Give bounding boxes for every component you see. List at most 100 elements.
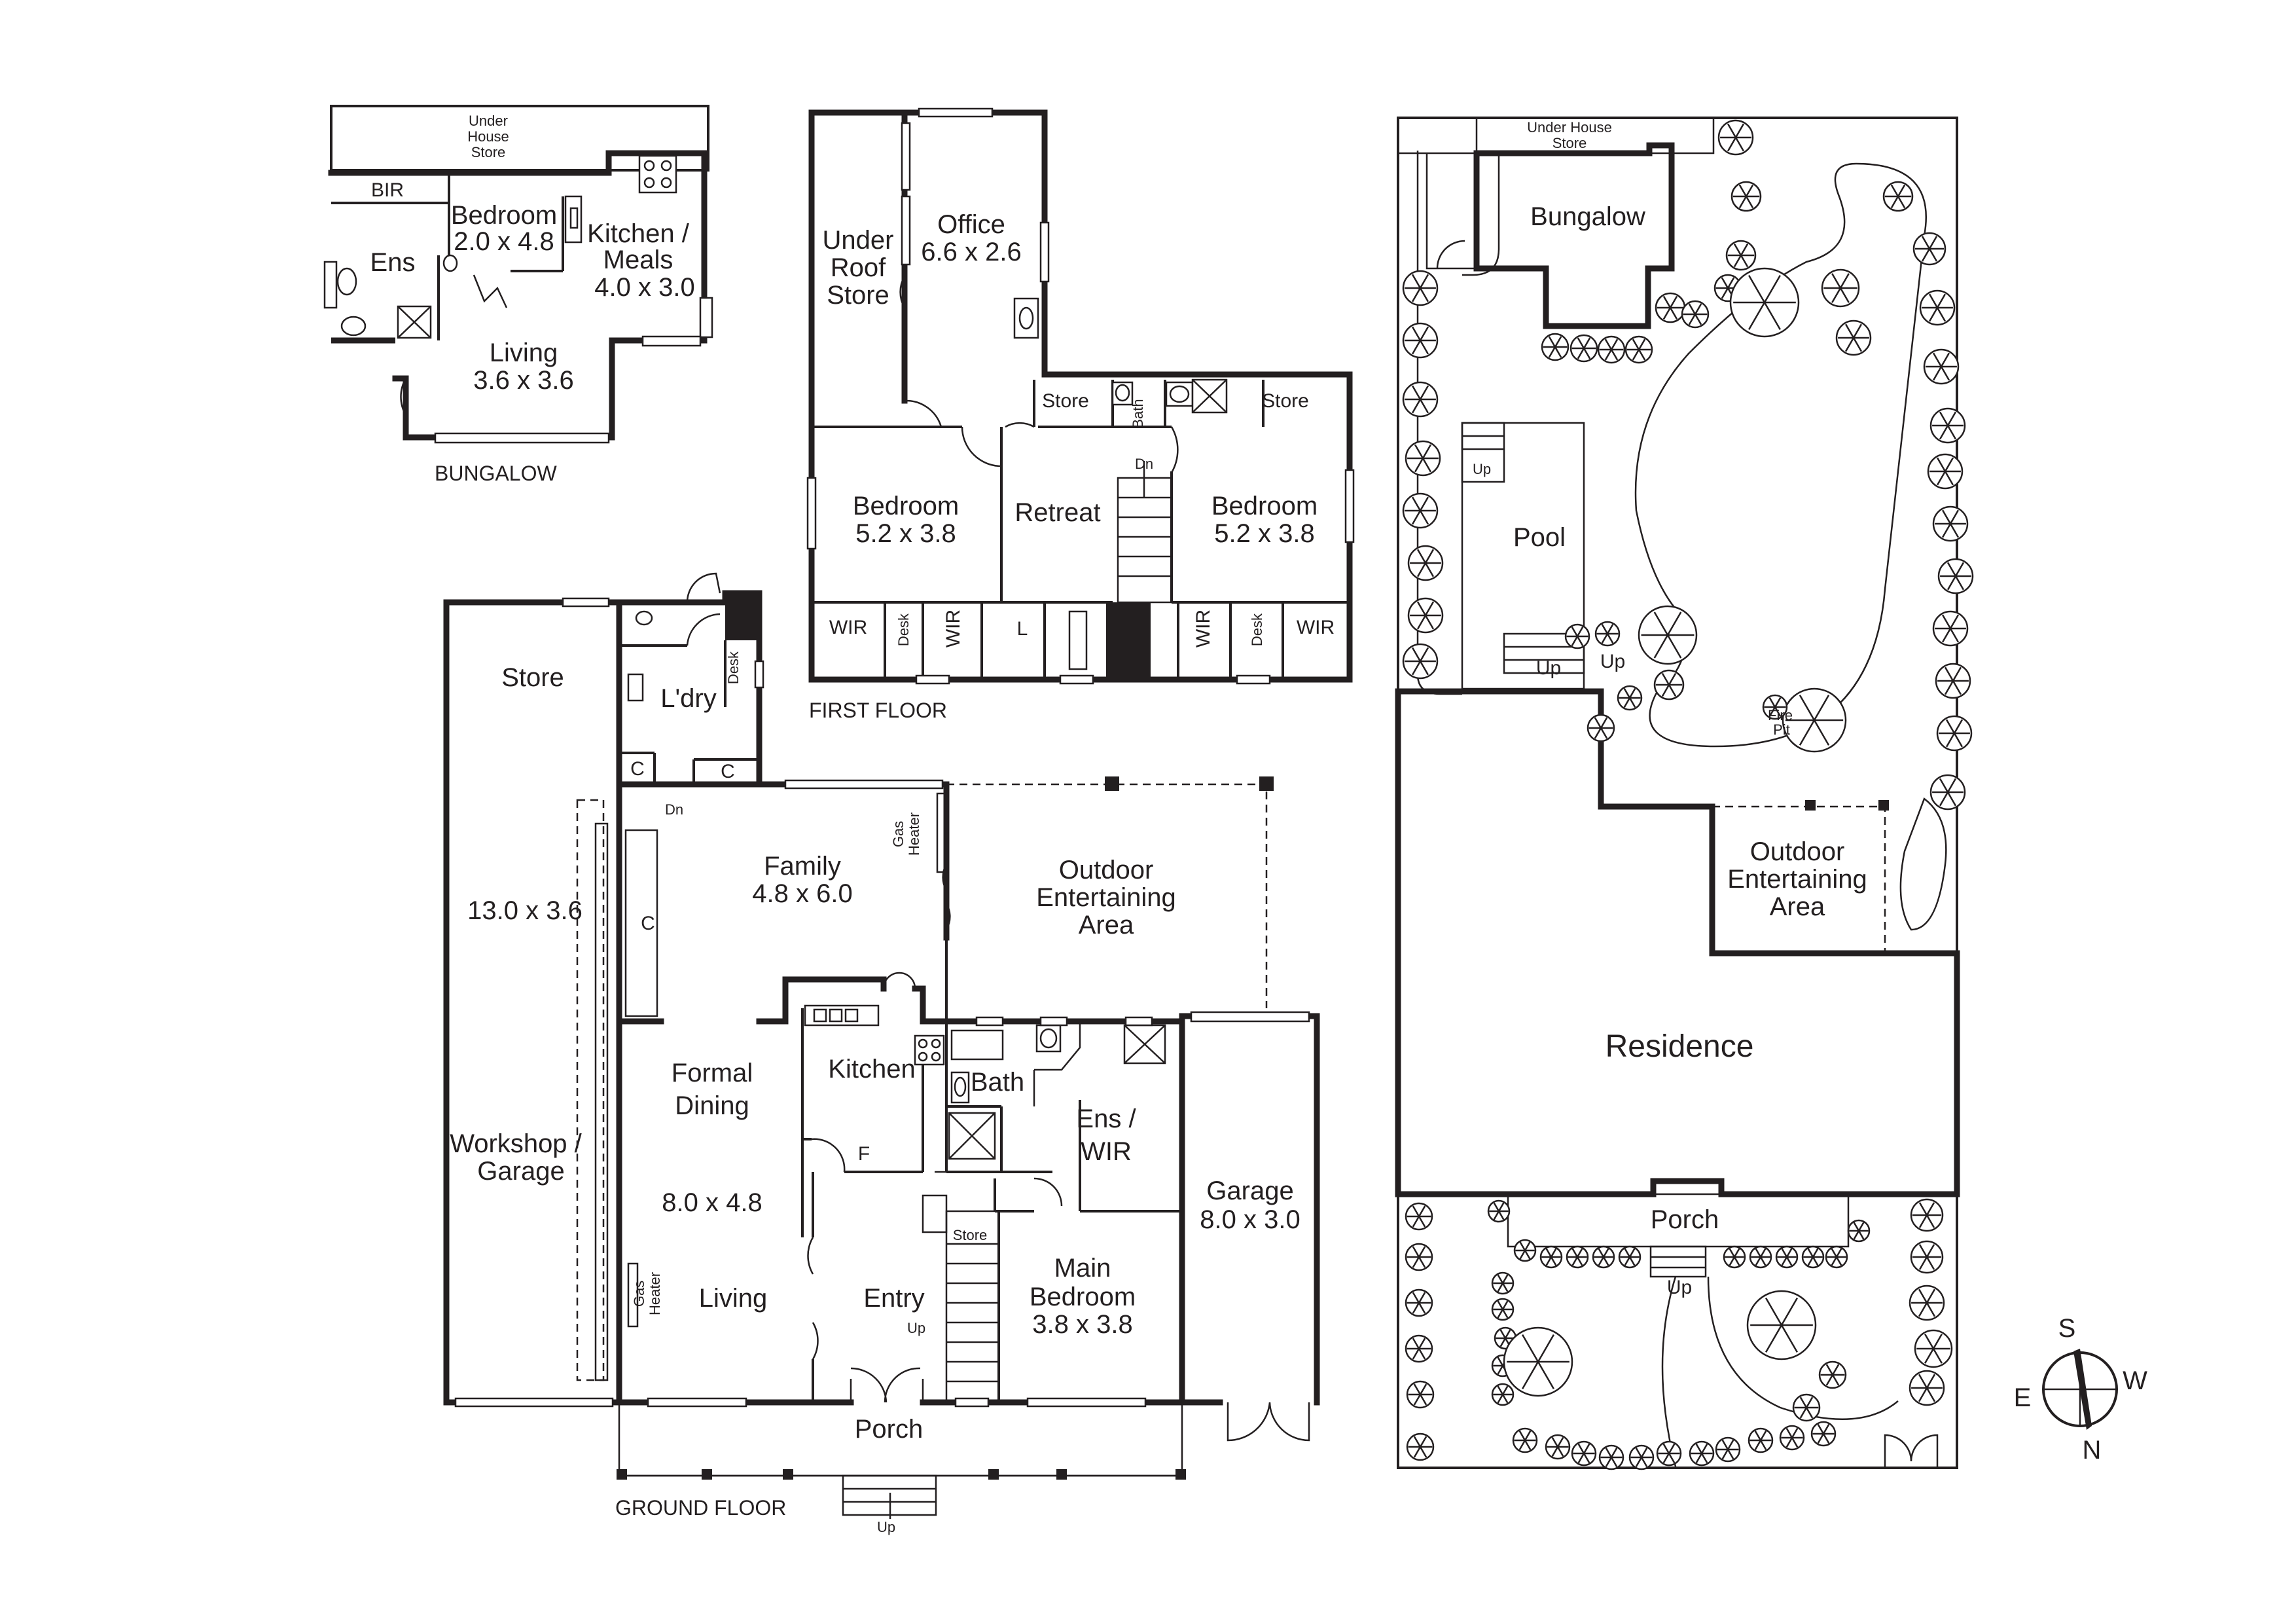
tree-branch	[1831, 1364, 1840, 1376]
tree-branch	[1853, 1222, 1860, 1231]
tree-branch	[1785, 1248, 1793, 1258]
tree-branch	[1944, 680, 1954, 695]
tree-branch	[1624, 1248, 1631, 1258]
store-right-label: Store	[1262, 390, 1309, 412]
garage-label: Garage	[1206, 1176, 1293, 1205]
tree-branch	[1799, 720, 1816, 746]
tree-branch	[1822, 1424, 1830, 1434]
tree-branch	[1924, 1348, 1935, 1364]
tree-branch	[1411, 661, 1422, 676]
tree-branch	[1628, 1248, 1636, 1258]
tree-branch	[1926, 1374, 1936, 1389]
tree-branch	[1497, 1385, 1504, 1395]
kitchen-label: Kitchen	[828, 1055, 915, 1084]
tree-branch	[1497, 1365, 1504, 1375]
tree-branch	[1897, 196, 1906, 209]
ground-porch-label: Porch	[855, 1415, 924, 1444]
tree-branch	[1416, 615, 1427, 630]
tree-branch	[1759, 1248, 1767, 1258]
tree-branch	[1774, 706, 1782, 717]
tree-branch	[1754, 1431, 1762, 1441]
bungalow-under-house-label-2: House	[467, 128, 509, 145]
tree-branch	[1610, 338, 1619, 350]
tree-branch	[1721, 1449, 1729, 1459]
tree-branch	[1571, 1256, 1579, 1266]
tree-branch	[1413, 1436, 1422, 1448]
tree-branch	[1623, 697, 1631, 708]
tree-branch	[1799, 1396, 1808, 1408]
tree-branch	[1419, 1446, 1427, 1458]
tree-branch	[1419, 326, 1429, 341]
tree-branch	[1624, 1256, 1631, 1266]
tree-branch	[1424, 549, 1435, 564]
ground-store-dimensions: 13.0 x 3.6	[467, 896, 583, 925]
tree-branch	[1653, 634, 1669, 659]
tree-branch	[1640, 1457, 1648, 1467]
tree-branch	[1781, 1248, 1788, 1258]
tree-branch	[1537, 1334, 1555, 1362]
tree-branch	[1940, 352, 1950, 367]
tree-branch	[1857, 1222, 1865, 1231]
site-up-2-label: Up	[1536, 657, 1561, 679]
tree-branch	[1576, 1256, 1583, 1266]
tree-branch	[1635, 1457, 1643, 1467]
tree-branch	[1844, 337, 1855, 352]
tree-branch	[1668, 672, 1677, 685]
tree-branch	[1412, 1205, 1420, 1217]
bedroom-right-label: Bedroom	[1211, 492, 1318, 520]
site-up-3-label: Up	[1600, 651, 1625, 672]
tree-branch	[1952, 680, 1962, 695]
dining-dimensions: 8.0 x 4.8	[662, 1188, 762, 1217]
residence-label: Residence	[1605, 1029, 1754, 1064]
site-up-4-label: Up	[1667, 1277, 1692, 1298]
tree-branch	[1412, 1246, 1420, 1258]
tree-branch	[1733, 255, 1742, 268]
tree-branch	[1926, 1387, 1936, 1402]
tree-branch	[1831, 1248, 1838, 1258]
main-bedroom-label-2: Bedroom	[1030, 1283, 1136, 1311]
tree-branch	[1419, 385, 1429, 400]
tree-branch	[1918, 1374, 1928, 1389]
bungalow-kitchen-label: Kitchen /	[587, 219, 690, 248]
site-outdoor-label-2: Entertaining	[1727, 865, 1867, 894]
tree-branch	[1727, 137, 1737, 152]
tree-branch	[1545, 1256, 1552, 1266]
tree-branch	[1791, 1428, 1799, 1438]
cupboard-1-label: C	[630, 758, 645, 780]
tree-branch	[1918, 1202, 1928, 1216]
tree-branch	[1953, 733, 1964, 748]
tree-branch	[1583, 1444, 1590, 1454]
tree-branch	[1734, 123, 1745, 138]
tree-branch	[1759, 1431, 1767, 1441]
entry-label: Entry	[863, 1284, 924, 1313]
tree-branch	[1949, 614, 1960, 629]
tree-branch	[1941, 523, 1952, 538]
ground-bath-label: Bath	[971, 1068, 1024, 1097]
compass-south: S	[2058, 1314, 2076, 1343]
tree-branch	[1411, 399, 1422, 414]
tree-branch	[1416, 549, 1427, 564]
tree-branch	[1521, 1334, 1539, 1362]
tree-branch	[1738, 196, 1748, 209]
tree-branch	[1414, 444, 1424, 459]
tree-branch	[1418, 1338, 1426, 1349]
tree-branch	[1571, 636, 1579, 646]
tree-branch	[1807, 1256, 1814, 1266]
tree-branch	[1936, 457, 1946, 472]
tree-branch	[1926, 1302, 1936, 1317]
tree-branch	[1805, 1396, 1814, 1408]
tree-branch	[1419, 510, 1429, 525]
ground-floor-caption: GROUND FLOOR	[615, 1496, 786, 1520]
site-under-house-label-2: Store	[1552, 135, 1587, 151]
tree-branch	[1418, 1205, 1426, 1217]
tree-branch	[1548, 336, 1556, 348]
tree-branch	[1602, 1248, 1609, 1258]
compass: S W E N	[2014, 1314, 2147, 1465]
tree-branch	[1921, 248, 1931, 262]
ground-floor-plan: Store 13.0 x 3.6 Workshop / Garage L'dry…	[443, 572, 1320, 1535]
bungalow-under-house-label-1: Under	[469, 113, 508, 129]
tree-branch	[1422, 458, 1432, 473]
laundry-desk-label: Desk	[725, 651, 742, 684]
tree-branch	[1556, 1446, 1564, 1457]
tree-branch	[1918, 1244, 1928, 1258]
